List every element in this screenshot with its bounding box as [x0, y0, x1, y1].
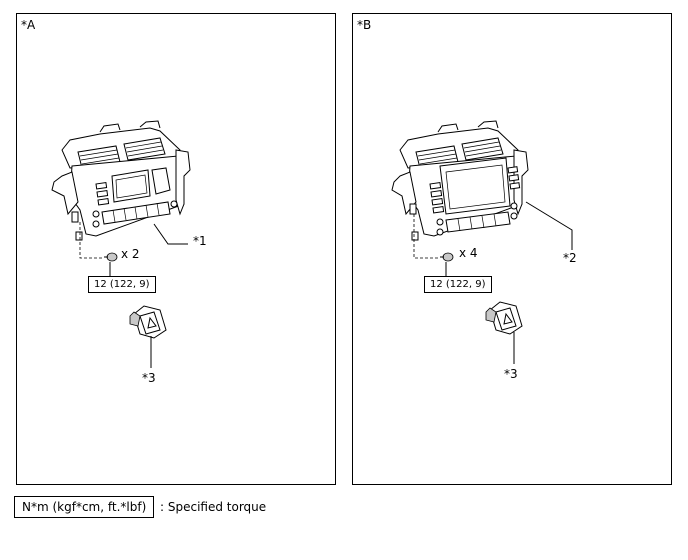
panel-a-label: *A: [21, 18, 36, 32]
callout-1: *1: [193, 234, 207, 248]
legend-units: N*m (kgf*cm, ft.*lbf): [14, 496, 155, 518]
callout-3a: *3: [142, 371, 156, 385]
panel-a: *A: [16, 13, 336, 485]
screw-icon: [104, 252, 118, 276]
callout-leader-1: [153, 223, 188, 245]
torque-value-b: 12 (122, 9): [424, 276, 492, 293]
fastener-count-a: x 2: [121, 247, 140, 261]
center-cluster-a-illustration: [51, 120, 191, 241]
screw-path-b: [413, 214, 438, 259]
screw-icon: [440, 252, 454, 276]
screw-path-a: [79, 222, 102, 259]
hazard-switch-b-illustration: [485, 301, 523, 335]
center-cluster-b-illustration: [391, 120, 529, 241]
callout-leader-2: [525, 201, 573, 250]
callout-2: *2: [563, 251, 577, 265]
callout-3b: *3: [504, 367, 518, 381]
panel-b-label: *B: [357, 18, 372, 32]
panel-b: *B: [352, 13, 672, 485]
fastener-count-b: x 4: [459, 246, 478, 260]
hazard-switch-a-illustration: [129, 305, 167, 339]
torque-value-a: 12 (122, 9): [88, 276, 156, 293]
legend-description: : Specified torque: [160, 500, 267, 514]
